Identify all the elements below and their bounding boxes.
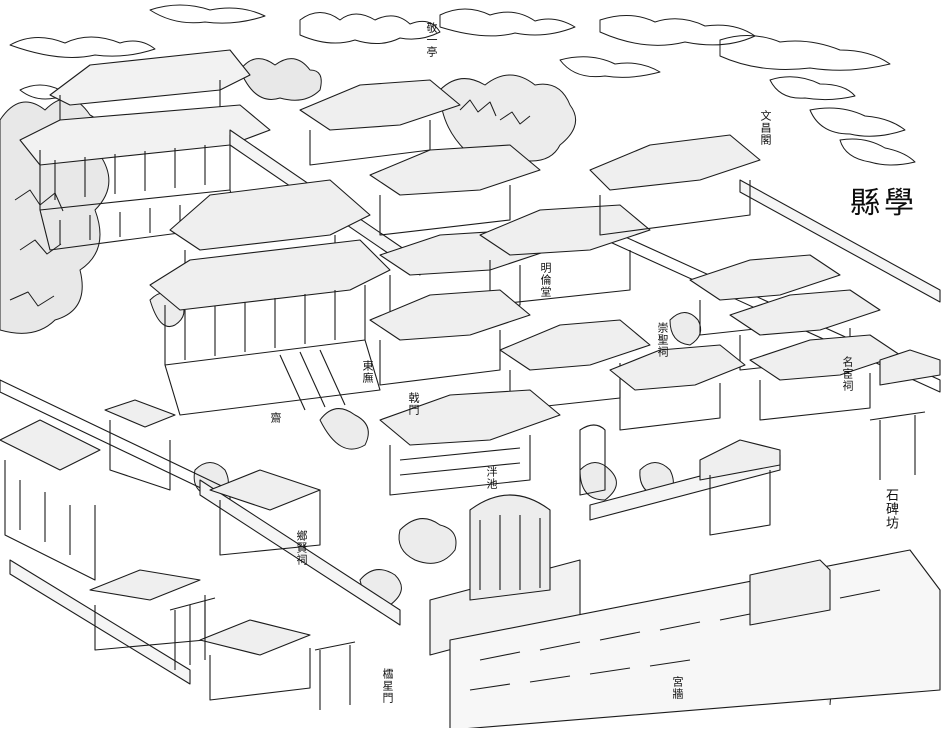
label-top-right: 文昌閣 [759, 110, 772, 146]
clouds [9, 4, 916, 166]
label-bottom-center: 櫺星門 [381, 668, 394, 704]
title: 縣學 [850, 186, 918, 221]
label-small-mid: 東廡 [361, 360, 374, 384]
right-halls [609, 254, 941, 626]
central-hall [149, 179, 391, 416]
top-left-pavilion [19, 49, 271, 251]
label-gate-left: 戟門 [407, 392, 420, 416]
left-halls [0, 399, 356, 710]
label-stone-arch: 石碑坊 [883, 488, 898, 530]
label-bottom-right: 宮牆 [671, 676, 684, 700]
middle-halls [299, 79, 761, 496]
label-right-hall: 崇聖祠 [656, 322, 669, 358]
label-bottom-left: 鄉賢祠 [295, 530, 308, 566]
label-small-left: 齋 [269, 412, 282, 424]
label-top-center: 敬一亭 [425, 22, 438, 58]
label-right-side: 名宦祠 [841, 356, 854, 392]
label-gate-center: 泮池 [485, 466, 498, 490]
label-pavilion-mid: 明倫堂 [539, 262, 552, 298]
lingxing-gate [469, 424, 606, 601]
